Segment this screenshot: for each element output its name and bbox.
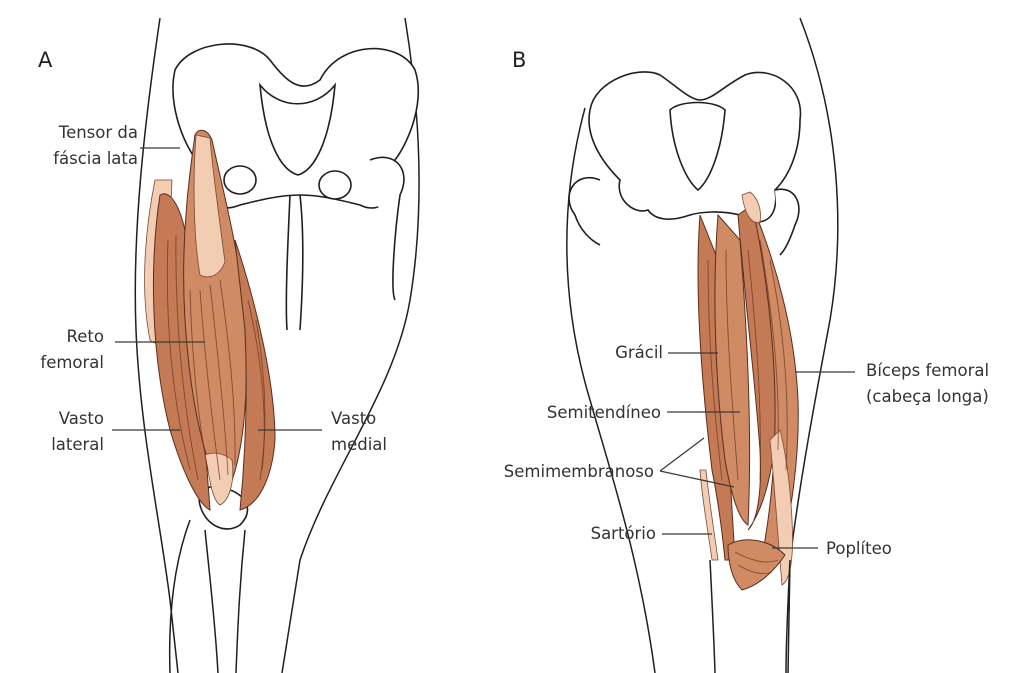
panel-b-drawing [567, 18, 838, 673]
label-semitendineo: Semitendíneo [547, 400, 661, 426]
label-vasto-medial: Vasto medial [331, 406, 387, 458]
label-tensor-line-2: fáscia lata [53, 146, 138, 172]
symphysis-a [286, 195, 302, 330]
leader-semimembranoso-1 [660, 438, 704, 471]
panel-label-a: A [38, 48, 52, 72]
label-biceps-femoral: Bíceps femoral (cabeça longa) [866, 358, 989, 410]
obturator-a-left [224, 166, 256, 194]
label-semimembranoso: Semimembranoso [504, 459, 654, 485]
label-reto-line-1: Reto [40, 324, 104, 350]
label-tensor-fascia-lata: Tensor da fáscia lata [53, 120, 138, 172]
label-tensor-line-1: Tensor da [53, 120, 138, 146]
label-sartorio: Sartório [591, 521, 656, 547]
label-vasto-lateral: Vasto lateral [51, 406, 104, 458]
femur-b-left [569, 178, 600, 245]
label-vasto-lateral-line-2: lateral [51, 432, 104, 458]
label-biceps-line-1: Bíceps femoral [866, 358, 989, 384]
label-vasto-medial-line-1: Vasto [331, 406, 387, 432]
label-biceps-line-2: (cabeça longa) [866, 384, 989, 410]
label-vasto-lateral-line-1: Vasto [51, 406, 104, 432]
label-reto-line-2: femoral [40, 350, 104, 376]
tibia-a [170, 520, 245, 673]
label-gracil: Grácil [615, 340, 663, 366]
label-popliteo: Poplíteo [826, 536, 892, 562]
label-vasto-medial-line-2: medial [331, 432, 387, 458]
femur-b-right [775, 189, 799, 255]
femur-a-right [370, 157, 404, 300]
panel-label-b: B [512, 48, 526, 72]
panel-a-drawing [135, 18, 419, 673]
obturator-a-right [319, 171, 351, 199]
label-reto-femoral: Reto femoral [40, 324, 104, 376]
